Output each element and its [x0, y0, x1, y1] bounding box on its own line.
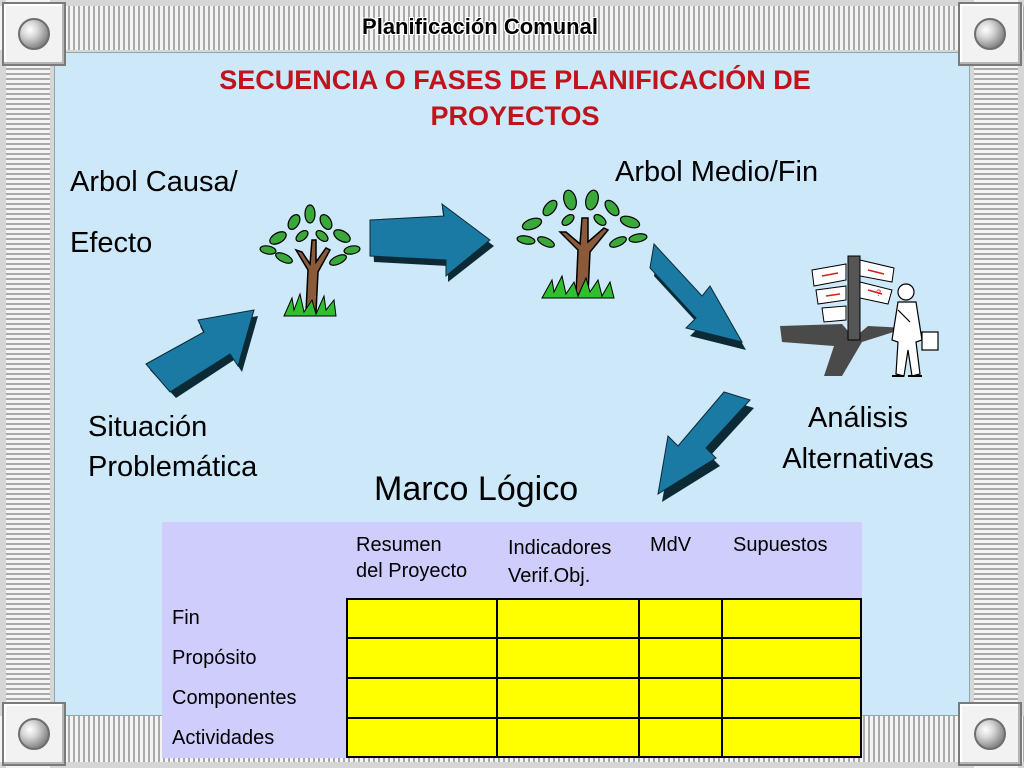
- label-analisis-line2: Alternativas: [782, 443, 934, 475]
- row-label-actividades: Actividades: [172, 727, 275, 749]
- label-marco-logico: Marco Lógico: [374, 470, 579, 508]
- table-cell: [721, 717, 862, 758]
- label-situacion-line1: Situación: [88, 411, 208, 443]
- corner-bottom-right: [958, 702, 1022, 766]
- label-arbol-medio: Arbol Medio/Fin: [615, 156, 819, 188]
- table-cell: [496, 637, 640, 679]
- table-cell: [638, 637, 723, 679]
- header-mdv: MdV: [650, 534, 692, 556]
- header-indicadores-line1: Indicadores: [508, 537, 612, 559]
- label-arbol-causa-line2: Efecto: [70, 227, 153, 259]
- signpost-person-icon: ?: [780, 255, 939, 377]
- tree-icon: [259, 204, 361, 317]
- table-cell: [346, 637, 498, 679]
- arrow-icon: [657, 391, 754, 502]
- table-cell: [346, 717, 498, 758]
- binding-ring-icon: [18, 718, 50, 750]
- header-resumen-line1: Resumen: [356, 534, 442, 556]
- header-indicadores-line2: Verif.Obj.: [508, 565, 591, 587]
- table-cell: [638, 677, 723, 719]
- row-label-proposito: Propósito: [172, 647, 257, 669]
- table-cell: [346, 677, 498, 719]
- table-cell: [638, 598, 723, 639]
- table-cell: [721, 598, 862, 639]
- header-indicadores: Indicadores Verif.Obj.: [508, 532, 611, 592]
- table-cell: [496, 677, 640, 719]
- tree-icon: [516, 189, 648, 299]
- label-situacion-line2: Problemática: [88, 451, 258, 483]
- binding-ring-icon: [18, 18, 50, 50]
- corner-top-left: [2, 2, 66, 66]
- table-cell: [496, 717, 640, 758]
- corner-bottom-left: [2, 702, 66, 766]
- binding-ring-icon: [974, 718, 1006, 750]
- slide-title: SECUENCIA O FASES DE PLANIFICACIÓN DE PR…: [100, 62, 930, 134]
- slide-title-line1: SECUENCIA O FASES DE PLANIFICACIÓN DE: [219, 65, 811, 95]
- binding-ring-icon: [974, 18, 1006, 50]
- label-arbol-causa-line1: Arbol Causa/: [70, 166, 238, 198]
- header-resumen: Resumen del Proyecto: [356, 532, 467, 584]
- frame-right-stripe: [974, 0, 1018, 768]
- header-title: Planificación Comunal: [362, 14, 598, 39]
- header-resumen-line2: del Proyecto: [356, 560, 468, 582]
- table-cell: [721, 677, 862, 719]
- corner-top-right: [958, 2, 1022, 66]
- table-cell: [346, 598, 498, 639]
- table-cell: [721, 637, 862, 679]
- row-label-componentes: Componentes: [172, 687, 297, 709]
- label-analisis-line1: Análisis: [808, 402, 908, 434]
- header-supuestos: Supuestos: [733, 534, 828, 556]
- table-cell: [496, 598, 640, 639]
- frame-top-stripe: [0, 6, 1024, 50]
- svg-text:?: ?: [876, 288, 881, 298]
- table-cell: [638, 717, 723, 758]
- arrow-icon: [369, 202, 494, 282]
- slide-title-line2: PROYECTOS: [430, 101, 600, 131]
- row-label-fin: Fin: [172, 607, 200, 629]
- frame-left-stripe: [6, 0, 50, 768]
- arrow-icon: [649, 242, 746, 350]
- arrow-icon: [145, 309, 258, 398]
